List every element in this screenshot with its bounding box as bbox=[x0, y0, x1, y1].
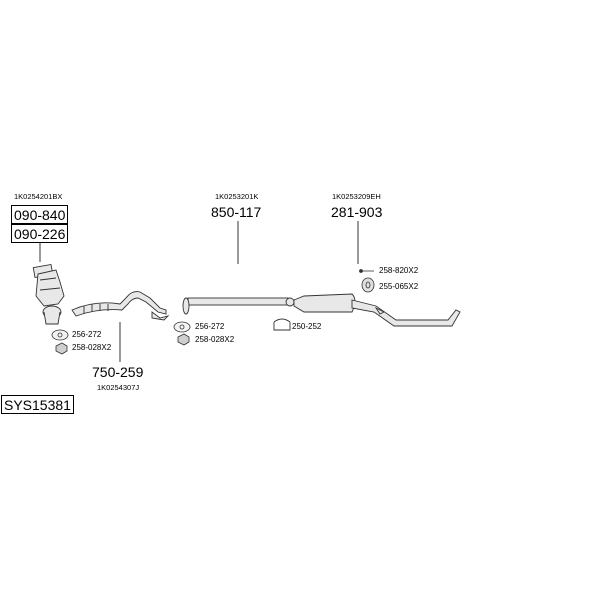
rear-silencer-part bbox=[285, 293, 461, 327]
gasket-1-symbol bbox=[51, 329, 69, 341]
middle-pipe-part bbox=[182, 297, 289, 315]
nut-1-symbol bbox=[55, 342, 68, 355]
part-number-catalyst-b[interactable]: 090-226 bbox=[11, 224, 69, 243]
fitting-gasket-1[interactable]: 256-272 bbox=[72, 330, 102, 339]
catalyst-part bbox=[32, 263, 65, 325]
gasket-2-symbol bbox=[173, 321, 191, 333]
hanger-symbol bbox=[361, 277, 375, 293]
fitting-nut-1[interactable]: 258-028X2 bbox=[72, 343, 112, 352]
clamp-symbol bbox=[273, 318, 291, 331]
fitting-gasket-2[interactable]: 256-272 bbox=[195, 322, 225, 331]
bolt-symbol bbox=[359, 269, 374, 273]
fitting-nut-2[interactable]: 258-028X2 bbox=[195, 335, 235, 344]
front-pipe-code: 1K0254307J bbox=[97, 383, 140, 392]
part-number-middle[interactable]: 850-117 bbox=[211, 204, 262, 220]
part-number-front-pipe[interactable]: 750-259 bbox=[92, 364, 144, 380]
fitting-bolt[interactable]: 258-820X2 bbox=[379, 266, 419, 275]
fitting-clamp[interactable]: 250-252 bbox=[292, 322, 322, 331]
rear-code: 1K0253209EH bbox=[332, 192, 381, 201]
part-number-catalyst-a[interactable]: 090-840 bbox=[11, 205, 69, 224]
system-code-label: SYS15381 bbox=[1, 395, 74, 414]
part-number-rear[interactable]: 281-903 bbox=[331, 204, 383, 220]
fitting-hanger[interactable]: 255-065X2 bbox=[379, 282, 419, 291]
catalyst-code: 1K0254201BX bbox=[14, 192, 63, 201]
front-pipe-part bbox=[71, 291, 170, 321]
nut-2-symbol bbox=[177, 333, 190, 346]
middle-code: 1K0253201K bbox=[215, 192, 259, 201]
